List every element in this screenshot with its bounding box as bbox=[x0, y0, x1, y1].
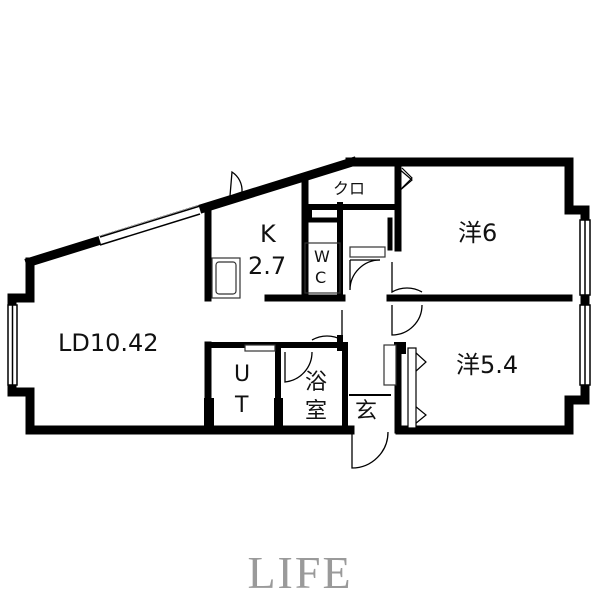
closet-doors bbox=[401, 167, 427, 429]
fixtures bbox=[211, 242, 397, 386]
room-label-closet: クロ bbox=[333, 179, 365, 198]
windows bbox=[7, 205, 591, 386]
room-label-k-name: K bbox=[260, 220, 277, 248]
doors bbox=[229, 167, 423, 469]
room-label-ut-1: U bbox=[234, 362, 250, 387]
room-label-ld: LD10.42 bbox=[58, 329, 159, 357]
structural-posts bbox=[204, 210, 406, 430]
life-watermark: LIFE bbox=[247, 547, 352, 598]
room-label-bath-2: 室 bbox=[305, 399, 327, 424]
interior-walls bbox=[204, 158, 573, 434]
room-label-entrance: 玄 bbox=[355, 399, 377, 424]
room-label-bath-1: 浴 bbox=[305, 370, 327, 395]
room-label-ut-2: T bbox=[234, 393, 249, 418]
room-labels: LD10.42 K 2.7 W C U T 浴 室 玄 クロ 洋6 洋5.4 bbox=[58, 179, 518, 424]
room-label-western-6: 洋6 bbox=[458, 219, 497, 247]
room-label-wc-2: C bbox=[315, 268, 326, 287]
room-label-k-size: 2.7 bbox=[248, 252, 286, 280]
room-label-wc-1: W bbox=[314, 247, 330, 266]
room-label-western-5-4: 洋5.4 bbox=[456, 351, 518, 379]
